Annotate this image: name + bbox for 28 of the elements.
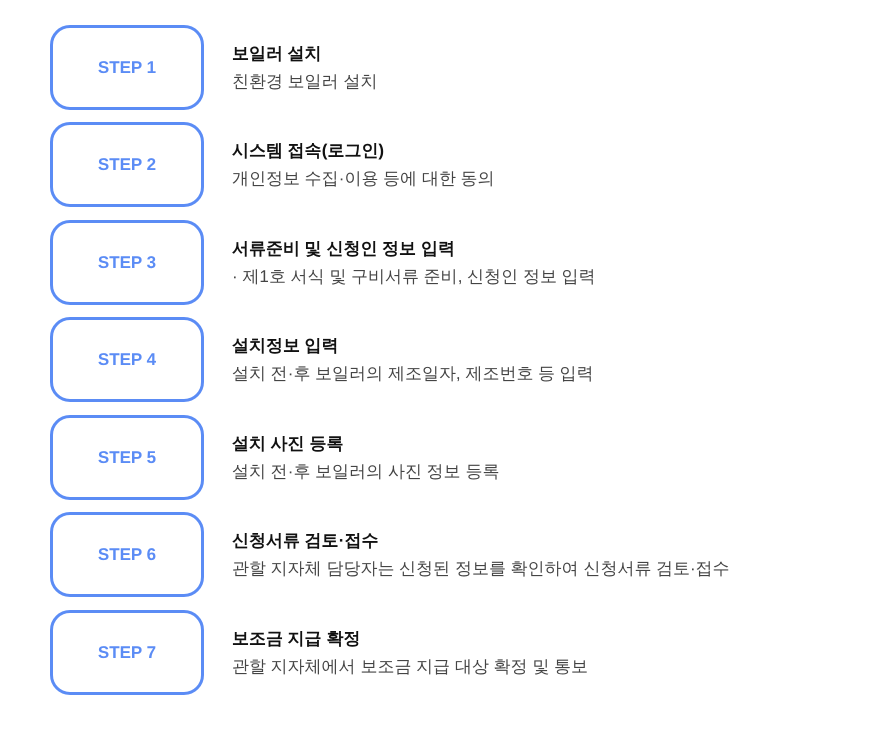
step-description: 친환경 보일러 설치 xyxy=(232,70,378,92)
step-box xyxy=(50,610,204,695)
step-label: STEP 7 xyxy=(98,642,156,664)
step-title: 시스템 접속(로그인) xyxy=(232,140,384,162)
step-description: 관할 지자체에서 보조금 지급 대상 확정 및 통보 xyxy=(232,656,588,677)
step-description: 설치 전·후 보일러의 제조일자, 제조번호 등 입력 xyxy=(232,362,594,384)
step-box xyxy=(50,512,204,597)
step-box xyxy=(50,415,204,500)
step-description: 개인정보 수집·이용 등에 대한 동의 xyxy=(232,168,495,189)
step-label: STEP 4 xyxy=(98,348,156,370)
step-description: · 제1호 서식 및 구비서류 준비, 신청인 정보 입력 xyxy=(232,266,596,287)
step-label: STEP 5 xyxy=(98,446,156,468)
step-title: 보일러 설치 xyxy=(232,43,322,64)
step-title: 설치 사진 등록 xyxy=(232,433,344,454)
step-box xyxy=(50,317,204,402)
step-label: STEP 1 xyxy=(98,56,156,78)
step-description: 설치 전·후 보일러의 사진 정보 등록 xyxy=(232,460,500,482)
step-title: 서류준비 및 신청인 정보 입력 xyxy=(232,238,455,260)
step-description: 관할 지자체 담당자는 신청된 정보를 확인하여 신청서류 검토·접수 xyxy=(232,558,730,579)
step-box xyxy=(50,25,204,110)
step-box xyxy=(50,220,204,305)
step-label: STEP 3 xyxy=(98,252,156,274)
step-box xyxy=(50,122,204,207)
step-title: 설치정보 입력 xyxy=(232,335,339,356)
step-label: STEP 2 xyxy=(98,154,156,176)
step-title: 신청서류 검토·접수 xyxy=(232,530,378,552)
step-label: STEP 6 xyxy=(98,544,156,566)
step-title: 보조금 지급 확정 xyxy=(232,628,360,650)
